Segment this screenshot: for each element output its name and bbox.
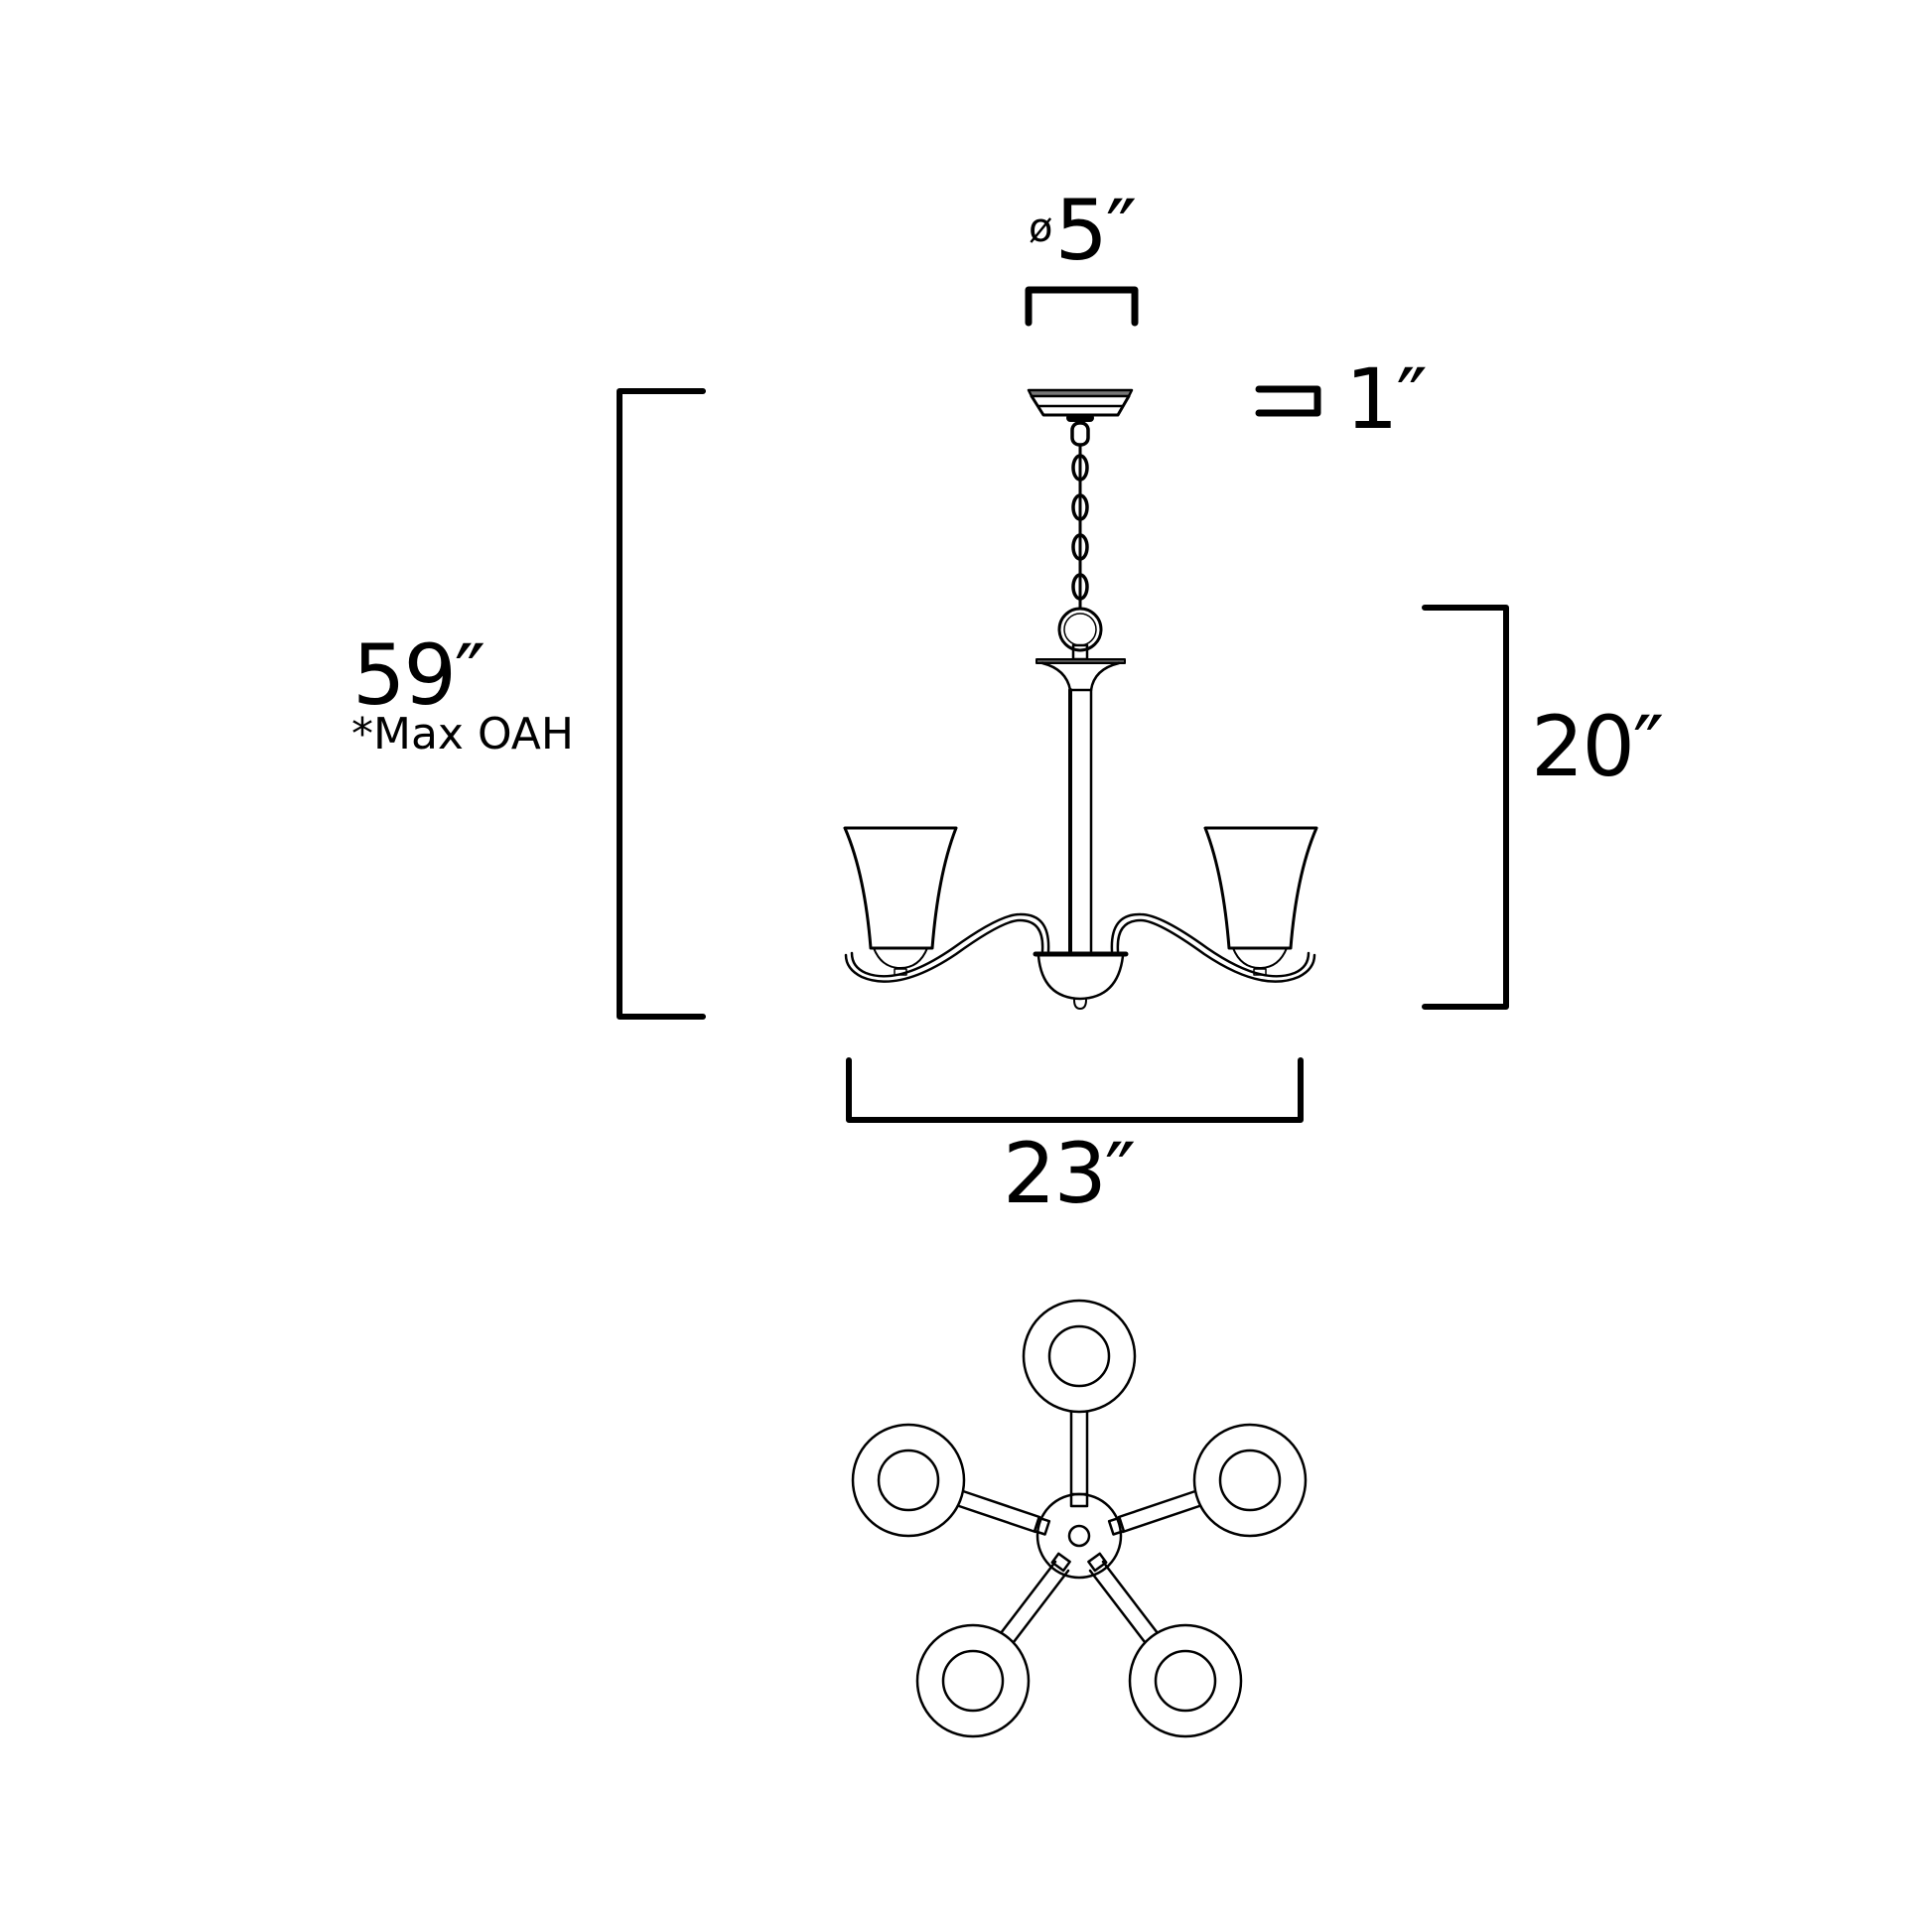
plan-view	[851, 1299, 1308, 1738]
plan-hub-center	[1067, 1524, 1091, 1548]
diameter-symbol: ø	[1029, 206, 1053, 251]
plan-arms	[957, 1409, 1201, 1644]
overall-height-label: 59″	[352, 633, 485, 717]
canopy-height-label: 1″	[1345, 357, 1428, 441]
fixture-width-bracket	[846, 1057, 1304, 1123]
canopy-diameter-label: ø5″	[1029, 189, 1137, 272]
fixture-width-label: 23″	[1003, 1132, 1136, 1215]
plan-shade-left	[851, 1423, 966, 1538]
fixture-width-value: 23″	[1003, 1125, 1136, 1222]
canopy-diameter-value: 5″	[1054, 182, 1137, 279]
fixture-height-bracket	[1422, 605, 1509, 1010]
plan-shade-bottom-left	[915, 1623, 1031, 1738]
right-arm	[1110, 912, 1316, 983]
cup	[1035, 658, 1126, 692]
plan-shade-right	[1192, 1423, 1308, 1538]
plan-shade-bottom-right	[1128, 1623, 1243, 1738]
overall-height-bracket	[617, 388, 706, 1020]
canopy-height-value: 1″	[1345, 350, 1428, 448]
max-oah-note: *Max OAH	[351, 709, 574, 759]
fixture-height-label: 20″	[1531, 705, 1664, 788]
left-shade	[843, 826, 958, 976]
chain	[1070, 421, 1090, 610]
left-arm	[844, 912, 1050, 983]
loop-ring	[1057, 607, 1103, 661]
canopy	[1027, 388, 1134, 422]
fixture-height-value: 20″	[1531, 698, 1664, 795]
canopy-diameter-bracket	[1025, 286, 1139, 327]
body-bowl	[1033, 951, 1129, 1010]
overall-height-value: 59″	[352, 626, 485, 724]
right-shade	[1203, 826, 1318, 976]
elevation-view	[843, 388, 1318, 1010]
overall-height-note: *Max OAH	[351, 713, 574, 757]
plan-hub	[1035, 1492, 1123, 1580]
canopy-height-bracket	[1255, 385, 1321, 417]
plan-shade-top	[1022, 1299, 1137, 1414]
